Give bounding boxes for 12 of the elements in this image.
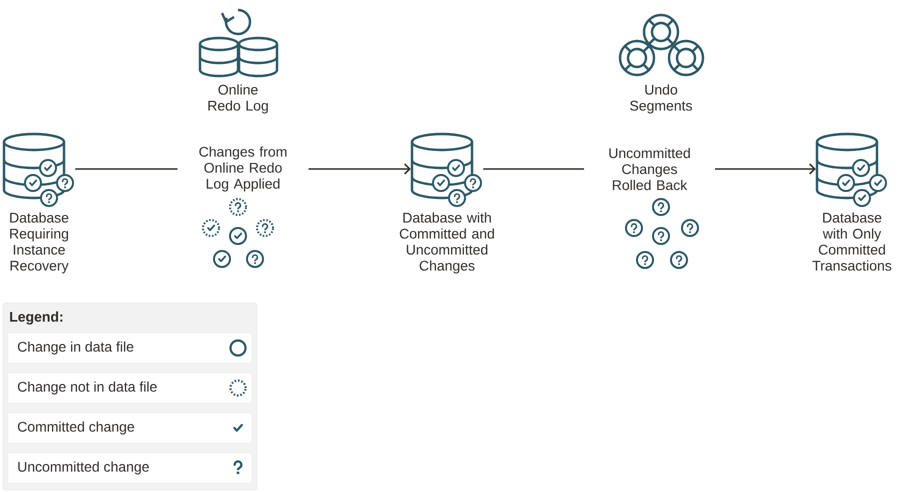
node-label: Database with Only Committed Transactions [812,212,892,271]
legend-item: Committed change [8,412,252,444]
legend-item: Change in data file [8,332,252,364]
legend-title: Legend: [10,311,62,325]
node-label: Database with Committed and Uncommitted Changes [400,212,494,274]
node-label: Undo Segments [630,84,692,114]
node-label: Database Requiring Instance Recovery [10,212,69,274]
edge-label: Changes from Online Redo Log Applied [178,143,308,195]
edge-label: Uncommitted Changes Rolled Back [584,144,715,194]
legend-item: Change not in data file [8,372,252,404]
legend-item: Uncommitted change [8,452,252,484]
node-label: Online Redo Log [208,84,268,114]
